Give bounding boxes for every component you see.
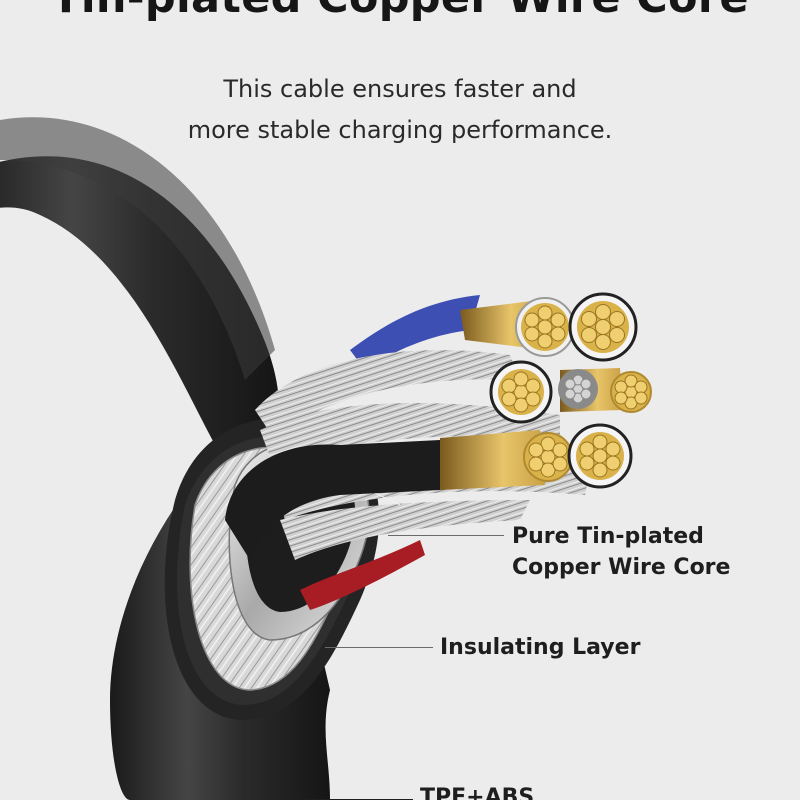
page-headline: Tin-plated Copper Wire Core	[0, 0, 800, 23]
subtitle-line-1: This cable ensures faster and	[223, 75, 577, 103]
subtitle-line-2: more stable charging performance.	[187, 116, 613, 144]
copper-bundle-middle-right	[610, 371, 652, 413]
copper-bundle-middle-left	[489, 360, 553, 424]
copper-bundle-top-right	[568, 292, 638, 362]
copper-bundle-top-left	[515, 297, 575, 357]
insulating-callout-line	[325, 647, 433, 648]
red-wire-sheath	[300, 540, 425, 610]
core-callout-line-2: Copper Wire Core	[512, 555, 731, 580]
copper-bundle-bottom-left	[523, 432, 573, 482]
outer-callout-label: TPE+ABS	[420, 785, 535, 800]
blue-wire-sheath	[350, 295, 480, 370]
core-callout-line-1: Pure Tin-plated	[512, 524, 704, 549]
inner-black-conductor	[225, 440, 440, 560]
insulating-callout-label: Insulating Layer	[440, 635, 641, 660]
core-callout-line	[388, 535, 504, 536]
copper-bundle-bottom-right	[567, 423, 633, 489]
wire-end-cross-sections	[489, 292, 652, 489]
tinned-bundle-center	[558, 369, 598, 409]
core-callout-label: Pure Tin-plated Copper Wire Core	[512, 521, 730, 583]
